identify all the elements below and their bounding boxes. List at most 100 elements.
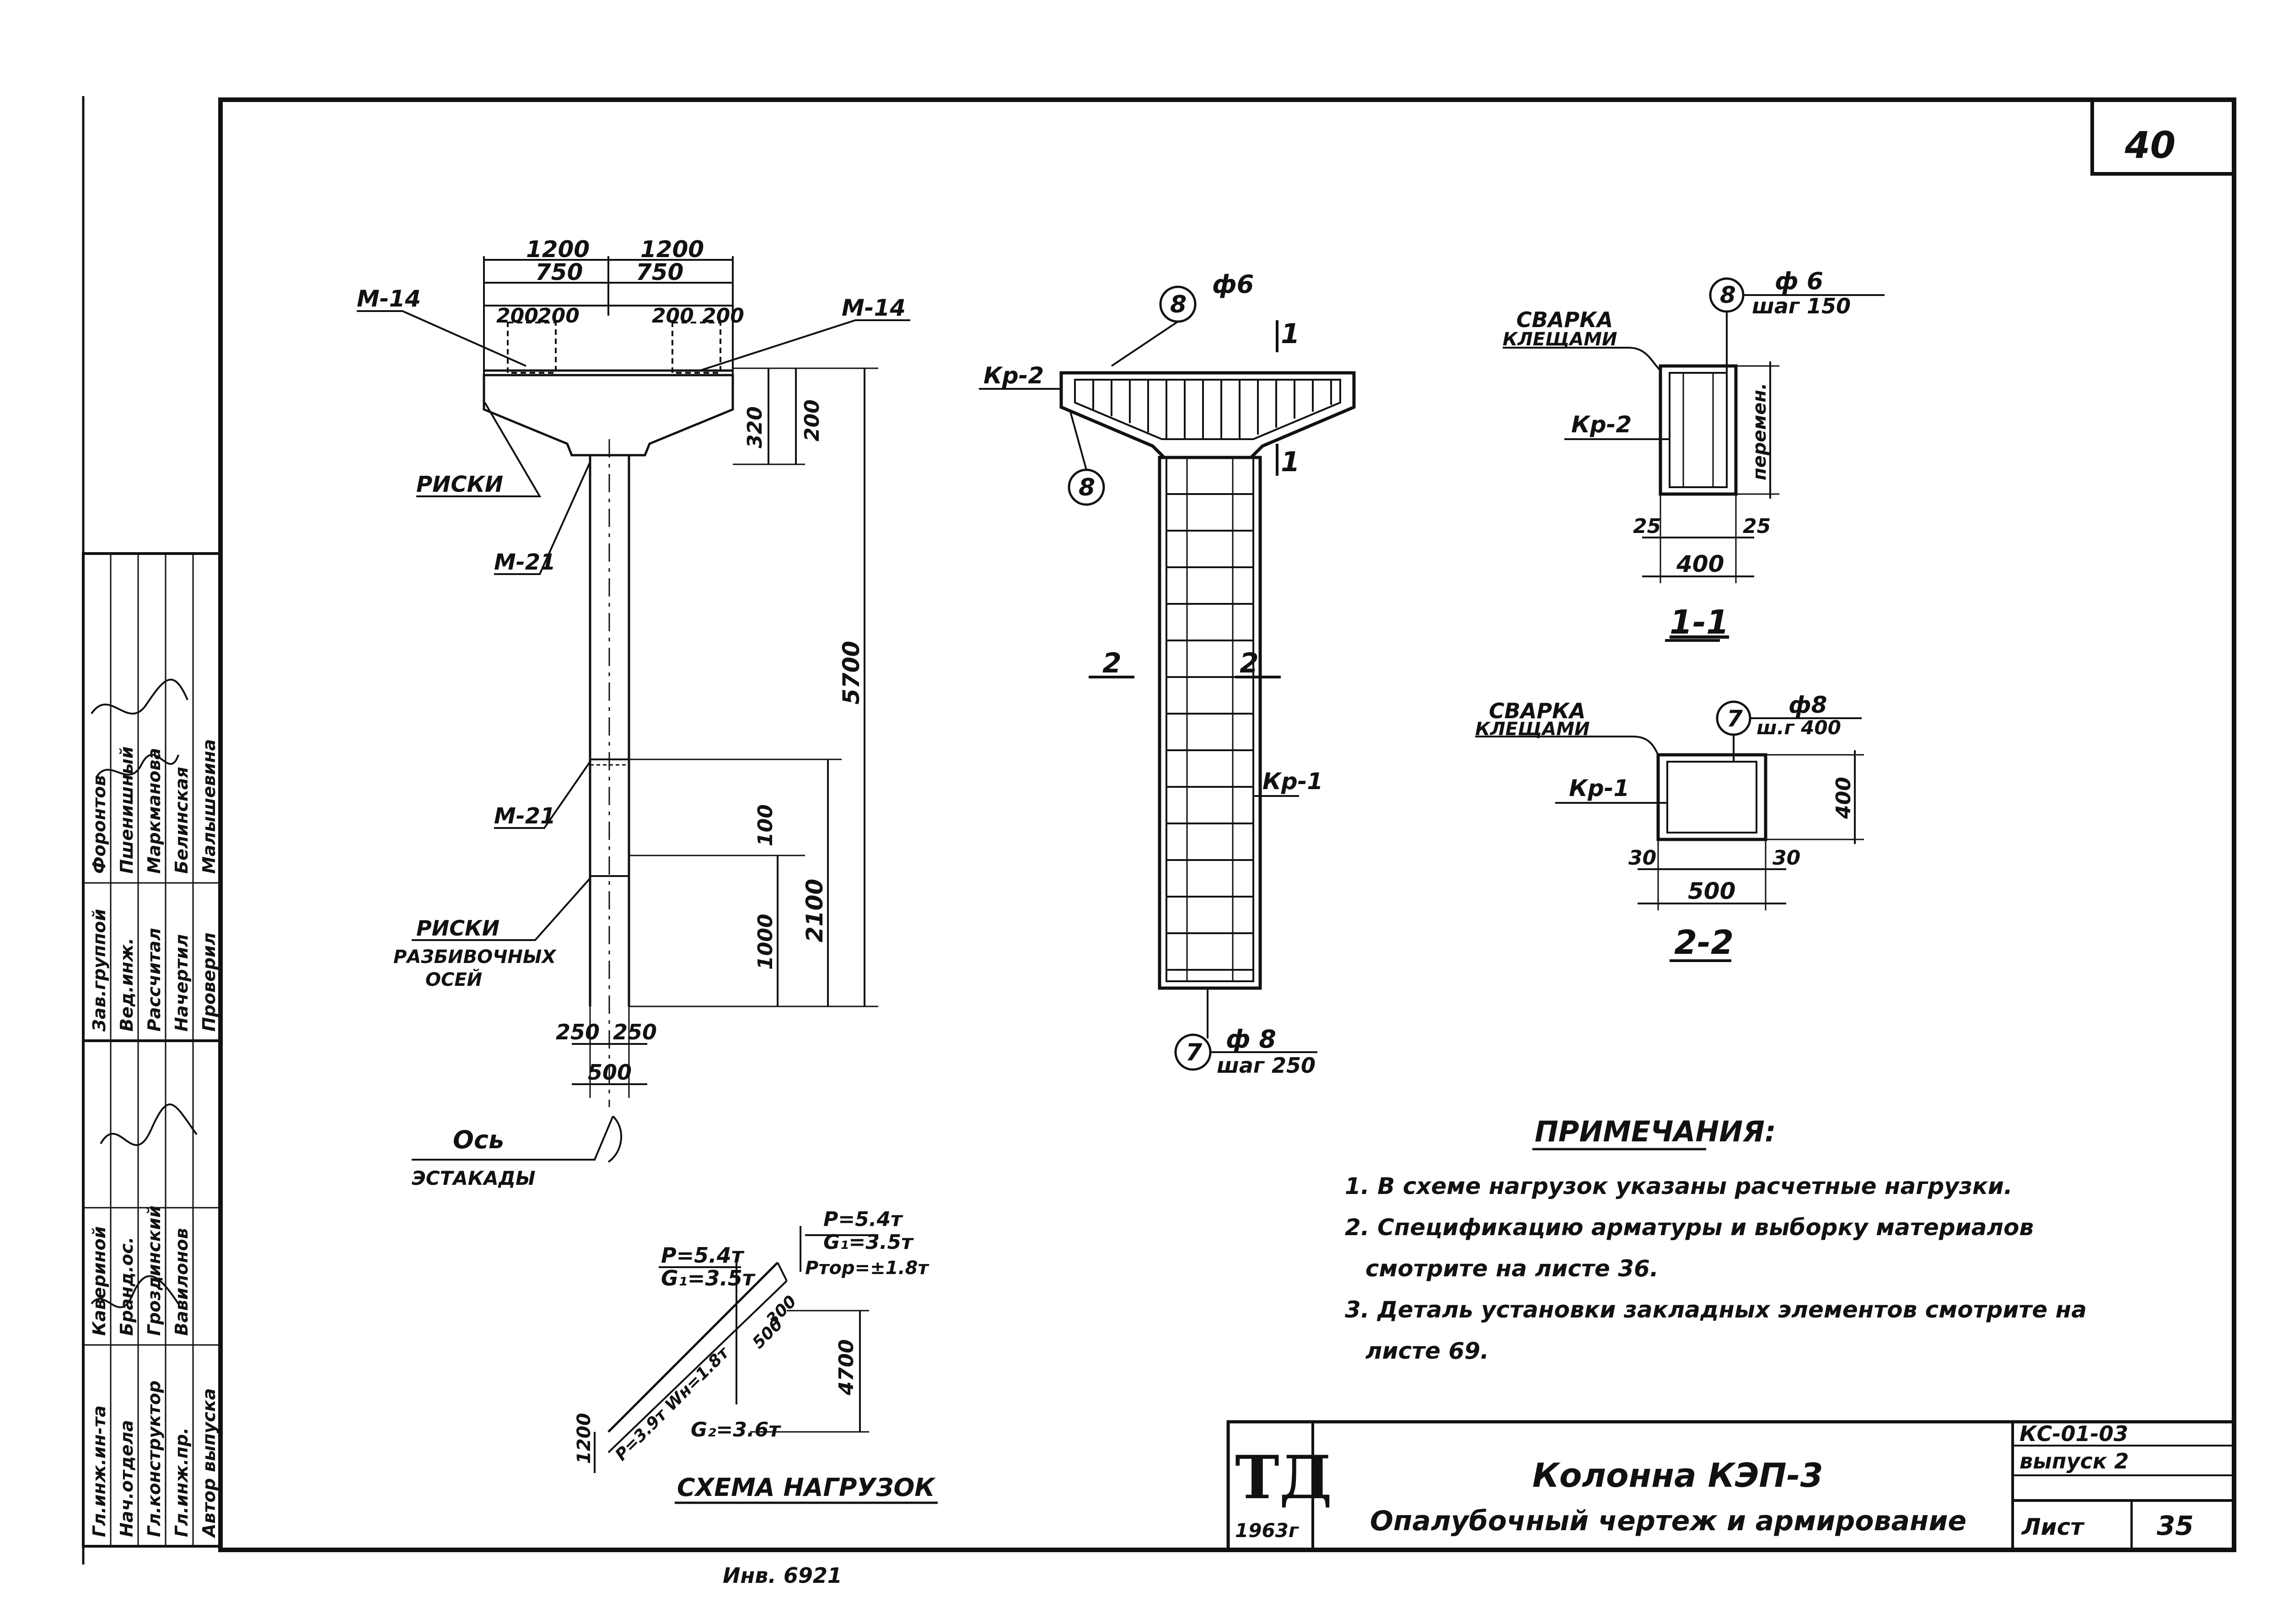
dim-320: 320 xyxy=(743,406,767,448)
stamp-row-2-name: Бранд.ос. xyxy=(117,1237,137,1336)
load-title: СХЕМА НАГРУЗОК xyxy=(677,1473,936,1502)
note-2-cont: смотрите на листе 36. xyxy=(1365,1255,1659,1282)
s22-dim-30-right: 30 xyxy=(1772,846,1800,870)
note-1: 1. В схеме нагрузок указаны расчетные на… xyxy=(1345,1173,2013,1199)
s11-dim-25-right: 25 xyxy=(1743,515,1771,538)
s11-dim-25-left: 25 xyxy=(1633,515,1661,538)
section-2-right: 2 xyxy=(1240,647,1259,679)
stamp-row-9-role: Начертил xyxy=(172,934,192,1032)
stamp-row-10-name: Малышевина xyxy=(199,739,219,874)
column-elevation: 1200 1200 750 750 200 200 200 200 320 20… xyxy=(357,236,910,1189)
s11-mark: 8 xyxy=(1720,282,1736,308)
stamp-row-4-role: Гл.инж.пр. xyxy=(172,1427,192,1537)
corner-number: 40 xyxy=(2124,124,2175,167)
s22-dim-400: 400 xyxy=(1832,777,1855,819)
title-block: ТД 1963г Колонна КЭП-3 Опалубочный черте… xyxy=(1226,1420,2236,1552)
stamp-row-8-name: Маркманова xyxy=(144,748,164,874)
notes: ПРИМЕЧАНИЯ: 1. В схеме нагрузок указаны … xyxy=(1345,1115,2087,1364)
load-g1-left: G₁=3.5т xyxy=(661,1266,756,1291)
s11-dim-side: перемен. xyxy=(1749,383,1770,480)
stamp-row-3-name: Гроздинский xyxy=(144,1205,164,1336)
s11-dim-400: 400 xyxy=(1676,551,1724,577)
label-riski2-line3: ОСЕЙ xyxy=(425,968,482,990)
load-ptor: Pтор=±1.8т xyxy=(805,1258,930,1279)
head-stirrups xyxy=(1092,380,1332,439)
stamp-row-10-role: Проверил xyxy=(199,932,219,1032)
bottom-mark: Инв. 6921 xyxy=(723,1563,842,1588)
step-bottom: шаг 250 xyxy=(1217,1053,1316,1078)
stamp-row-1-role: Гл.инж.ин-та xyxy=(89,1405,109,1537)
load-slant-label: Р=3.9т Wн=1.8т xyxy=(612,1343,733,1464)
label-riski2-line1: РИСКИ xyxy=(416,916,500,941)
s22-weld-line2: КЛЕЩАМИ xyxy=(1475,719,1590,740)
corner-number-box: 40 xyxy=(2090,100,2234,176)
dim-1200-left: 1200 xyxy=(526,236,590,263)
load-g1-right: G₁=3.5т xyxy=(823,1231,914,1254)
note-3-cont: листе 69. xyxy=(1365,1338,1489,1364)
stamp-row-5-role: Автор выпуска xyxy=(199,1388,219,1538)
s11-step: шаг 150 xyxy=(1752,294,1851,318)
s22-phi: ф8 xyxy=(1789,692,1827,718)
dim-200: 200 xyxy=(800,399,824,441)
dim-750-right: 750 xyxy=(636,259,683,285)
note-2: 2. Спецификацию арматуры и выборку матер… xyxy=(1345,1214,2034,1241)
label-kr1: Кр-1 xyxy=(1262,768,1323,795)
note-3: 3. Деталь установки закладных элементов … xyxy=(1345,1296,2087,1323)
s22-title: 2-2 xyxy=(1674,923,1734,962)
s22-dim-500: 500 xyxy=(1688,878,1735,904)
label-m14-left: М-14 xyxy=(357,285,421,312)
title-line2: Опалубочный чертеж и армирование xyxy=(1370,1505,1966,1537)
label-m21-bottom: М-21 xyxy=(494,803,555,829)
dim-250-right: 250 xyxy=(613,1020,657,1044)
stamp-row-4-name: Вавилонов xyxy=(172,1228,192,1336)
reinforcement-elevation: 8 ф6 8 Кр-2 1 1 2 2 Кр-1 7 ф 8 шаг 250 xyxy=(979,270,1356,1078)
s11-title: 1-1 xyxy=(1670,603,1729,641)
load-p-left: Р=5.4т xyxy=(661,1243,745,1268)
mark-8-bottom: 8 xyxy=(1079,474,1095,501)
dim-1000: 1000 xyxy=(754,914,777,970)
dim-100: 100 xyxy=(754,804,777,846)
load-scheme: Р=5.4т G₁=3.5т Pтор=±1.8т Р=5.4т G₁=3.5т… xyxy=(574,1208,938,1504)
phi-bottom: ф 8 xyxy=(1226,1025,1276,1054)
year: 1963г xyxy=(1235,1519,1300,1542)
mark-7: 7 xyxy=(1186,1039,1203,1066)
stamp-row-6-role: Зав.группой xyxy=(89,909,109,1032)
stamp-row-7-name: Пшенишный xyxy=(117,747,137,874)
notes-title: ПРИМЕЧАНИЯ: xyxy=(1535,1115,1776,1148)
s11-weld-line1: СВАРКА xyxy=(1516,307,1613,332)
load-dim-1200: 1200 xyxy=(574,1413,595,1464)
label-m21-top: М-21 xyxy=(494,549,555,575)
s22-step: ш.г 400 xyxy=(1756,716,1841,739)
doc-code: КС-01-03 xyxy=(2020,1421,2128,1446)
label-kr2: Кр-2 xyxy=(983,362,1044,389)
dim-2100: 2100 xyxy=(801,879,828,942)
dim-1200-right: 1200 xyxy=(640,236,704,263)
load-dim-4700: 4700 xyxy=(835,1339,858,1396)
label-riski2-line2: РАЗБИВОЧНЫХ xyxy=(393,946,557,968)
stamp-signatures xyxy=(91,678,198,1308)
stamp-row-9-name: Белинская xyxy=(172,767,192,874)
s11-kr: Кр-2 xyxy=(1571,411,1632,438)
phi-top: ф6 xyxy=(1212,270,1254,299)
axis-label-line2: ЭСТАКАДЫ xyxy=(412,1167,536,1189)
title-line1: Колонна КЭП-3 xyxy=(1532,1456,1823,1495)
dim-200-a: 200 xyxy=(496,304,538,328)
stamp-row-8-role: Рассчитал xyxy=(144,928,164,1032)
section-2-left: 2 xyxy=(1102,647,1122,679)
side-stamp: Гл.инж.ин-та Кавериной Нач.отдела Бранд.… xyxy=(82,552,222,1548)
dim-500: 500 xyxy=(588,1060,632,1085)
sheet-number: 35 xyxy=(2157,1510,2194,1541)
mark-8-top: 8 xyxy=(1170,291,1187,318)
section-1-1: 8 ф 6 шаг 150 СВАРКА КЛЕЩАМИ Кр-2 25 25 … xyxy=(1503,268,1885,642)
sheet-label: Лист xyxy=(2021,1514,2085,1540)
stamp-row-2-role: Нач.отдела xyxy=(117,1420,137,1537)
shaft-stirrups xyxy=(1166,493,1253,971)
section-1-bottom: 1 xyxy=(1281,446,1300,478)
stamp-row-6-name: Форонтов xyxy=(89,775,109,874)
label-m14-right: М-14 xyxy=(842,295,906,321)
s22-kr: Кр-1 xyxy=(1569,775,1629,801)
stamp-row-3-role: Гл.конструктор xyxy=(144,1381,164,1537)
stamp-row-1-name: Кавериной xyxy=(89,1226,109,1336)
section-1-top: 1 xyxy=(1281,318,1300,350)
